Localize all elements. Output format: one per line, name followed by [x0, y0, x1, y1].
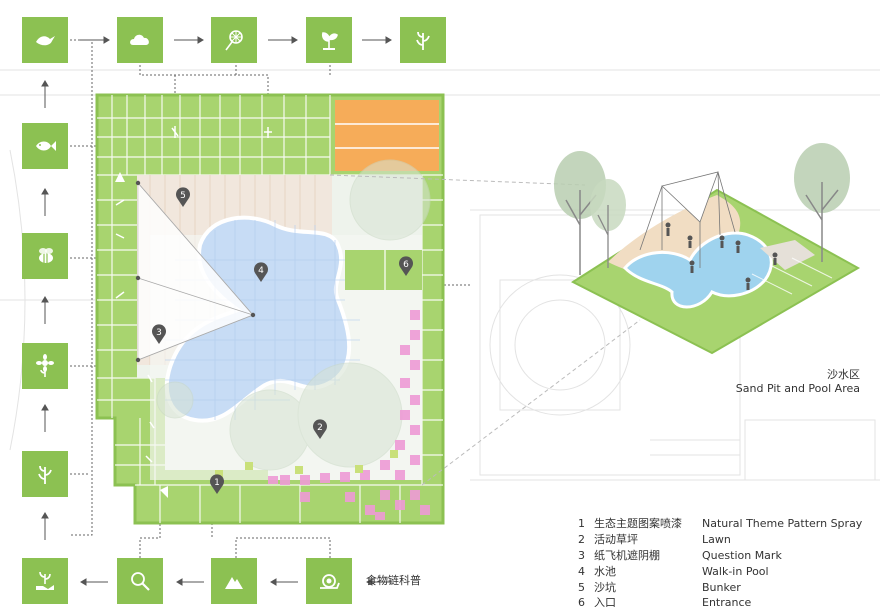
legend-num: 4	[578, 565, 585, 578]
cloud-icon	[130, 34, 149, 45]
iso-caption-en: Sand Pit and Pool Area	[735, 382, 860, 395]
plan-marker-label: 5	[180, 191, 186, 201]
orange-block	[335, 100, 439, 171]
plan-marker: 3	[152, 324, 167, 344]
fish-icon	[36, 141, 56, 151]
legend-row: 1 生态主题图案喷漆 Natural Theme Pattern Spray	[578, 515, 862, 531]
pattern-spray	[268, 310, 430, 520]
top-icon-2	[117, 17, 163, 63]
legend-num: 6	[578, 596, 585, 609]
legend-zh: 入口	[594, 596, 616, 609]
legend-row: 5 沙坑 Bunker	[578, 579, 741, 595]
legend-zh: 水池	[594, 565, 616, 578]
legend-en: Question Mark	[702, 549, 782, 562]
legend-num: 3	[578, 549, 585, 562]
foodchain-label: 食物链科普	[366, 574, 421, 587]
plan-marker-label: 3	[156, 328, 162, 338]
legend-en: Walk-in Pool	[702, 565, 769, 578]
bottom-icon-2	[117, 558, 163, 604]
plan-marker-label: 4	[258, 266, 264, 276]
mountain-icon	[225, 577, 243, 589]
legend-row: 2 活动草坪 Lawn	[578, 531, 731, 547]
plan-marker-label: 2	[317, 423, 323, 433]
left-icon-2	[22, 233, 68, 279]
legend-en: Lawn	[702, 533, 731, 546]
left-icon-1	[22, 123, 68, 169]
plan-markers: 5 4 6 3 2 1	[152, 187, 413, 494]
plan-marker-label: 6	[403, 260, 409, 270]
legend-row: 3 纸飞机遮阴棚 Question Mark	[578, 547, 782, 563]
legend-en: Bunker	[702, 581, 741, 594]
legend-num: 2	[578, 533, 585, 546]
leader-lines	[329, 174, 641, 486]
sunflower-icon	[36, 354, 54, 377]
site-plan	[95, 93, 445, 525]
top-icon-1	[22, 17, 68, 63]
legend-num: 5	[578, 581, 585, 594]
legend-row: 4 水池 Walk-in Pool	[578, 563, 769, 579]
bee-icon	[39, 248, 53, 263]
iso-figures	[665, 222, 778, 290]
legend-zh: 纸飞机遮阴棚	[594, 549, 660, 562]
iso-caption-zh: 沙水区	[827, 368, 860, 381]
legend-row: 6 入口 Entrance	[578, 594, 751, 610]
plan-marker: 5	[176, 187, 191, 207]
legend-zh: 生态主题图案喷漆	[594, 517, 682, 530]
sprout-icon	[416, 31, 430, 50]
bottom-icon-3	[211, 558, 257, 604]
legend-zh: 活动草坪	[594, 533, 638, 546]
bottom-icon-4	[306, 558, 352, 604]
dandelion-icon	[225, 30, 243, 51]
iso-trees	[554, 143, 850, 275]
top-icon-3	[211, 17, 257, 63]
plan-marker: 1	[210, 474, 224, 494]
seedling-icon	[321, 32, 338, 50]
legend-num: 1	[578, 517, 585, 530]
plan-marker: 2	[313, 419, 327, 439]
isometric-view	[554, 143, 861, 355]
entrance-lawn	[345, 250, 422, 290]
snail-icon	[320, 574, 340, 589]
left-icon-3	[22, 343, 68, 389]
sprout-icon	[38, 465, 52, 484]
sprout-hand-icon	[36, 571, 54, 590]
iso-pool	[622, 231, 773, 309]
legend-en: Entrance	[702, 596, 752, 609]
left-icon-4	[22, 451, 68, 497]
plan-marker-label: 1	[214, 478, 220, 488]
bottom-icon-1	[22, 558, 68, 604]
flow-arrows	[41, 36, 392, 586]
legend-zh: 沙坑	[594, 581, 616, 594]
bird-icon	[36, 36, 55, 46]
top-icon-4	[306, 17, 352, 63]
plan-marker: 4	[254, 262, 269, 282]
top-icon-5	[400, 17, 446, 63]
plan-marker: 6	[399, 256, 413, 276]
legend-en: Natural Theme Pattern Spray	[702, 517, 863, 530]
iso-canopy	[661, 171, 719, 223]
magnifier-icon	[131, 572, 150, 591]
